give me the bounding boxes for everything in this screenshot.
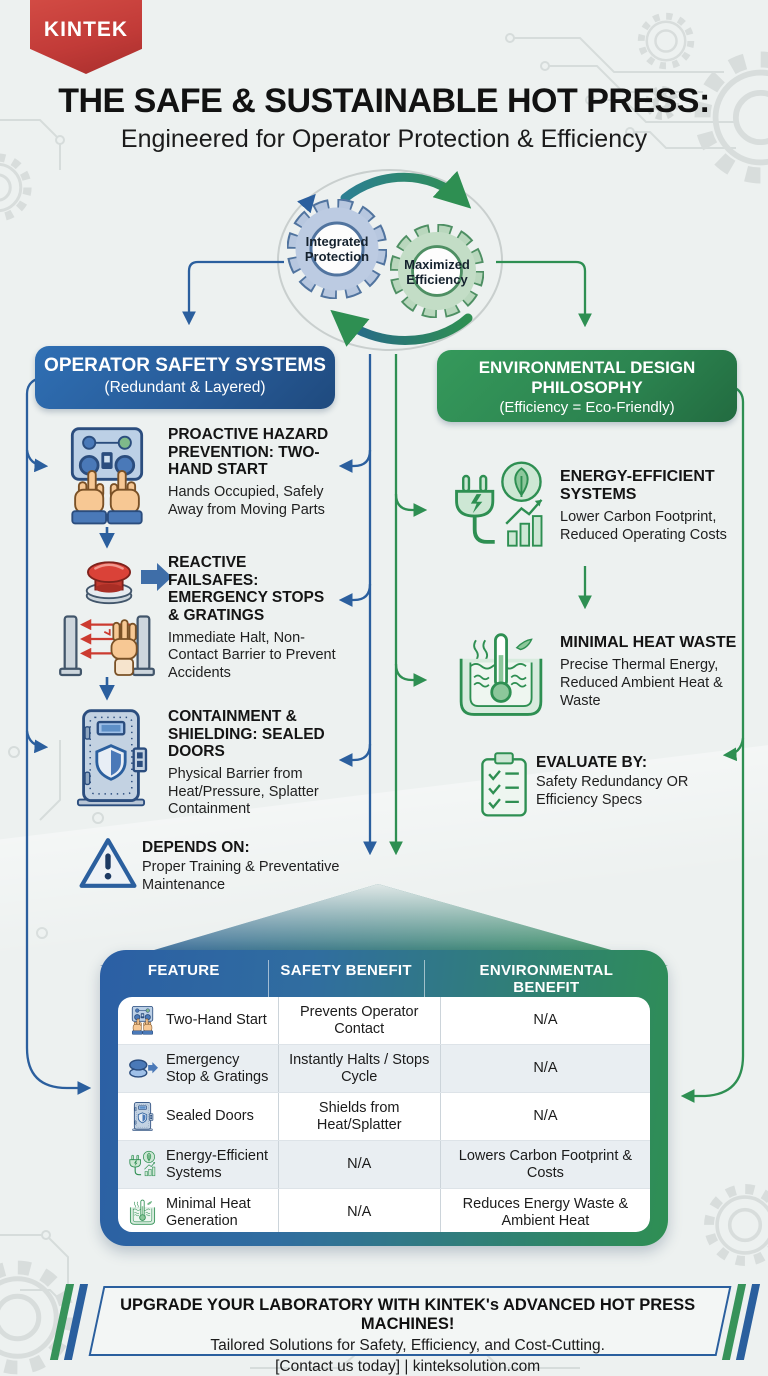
- safety-benefit-cell: N/A: [277, 1189, 440, 1232]
- safety-benefit-cell: Shields from Heat/Splatter: [277, 1093, 440, 1140]
- safety-item-desc: Physical Barrier from Heat/Pressure, Spl…: [168, 765, 319, 818]
- safety-benefit-cell: Prevents Operator Contact: [277, 997, 440, 1044]
- column-header-feature: FEATURE: [147, 962, 220, 979]
- safety-column-title: OPERATOR SAFETY SYSTEMS: [44, 355, 326, 376]
- footer-headline: UPGRADE YOUR LABORATORY WITH KINTEK's AD…: [120, 1296, 696, 1333]
- environment-item-energy: ENERGY-EFFICIENT SYSTEMS Lower Carbon Fo…: [560, 468, 742, 545]
- safety-benefit-cell: N/A: [277, 1141, 440, 1188]
- table-row: Emergency Stop & Gratings Instantly Halt…: [118, 1044, 650, 1092]
- emergency-stop-icon: [78, 551, 140, 607]
- environment-column-title: ENVIRONMENTAL DESIGN PHILOSOPHY: [478, 358, 696, 397]
- safety-item-desc: Hands Occupied, Safely Away from Moving …: [168, 483, 325, 518]
- comparison-table: FEATURE SAFETY BENEFIT ENVIRONMENTAL BEN…: [100, 950, 668, 1246]
- energy-efficient-mini-icon: [127, 1149, 158, 1180]
- column-header-safety: SAFETY BENEFIT: [267, 960, 424, 999]
- safety-item-title: REACTIVE FAILSAFES: EMERGENCY STOPS & GR…: [168, 554, 325, 624]
- environment-item-title: MINIMAL HEAT WASTE: [560, 634, 737, 651]
- environmental-benefit-cell: N/A: [439, 1093, 650, 1140]
- safety-item-desc: Immediate Halt, Non-Contact Barrier to P…: [168, 629, 336, 681]
- safety-benefit-cell: Instantly Halts / Stops Cycle: [277, 1045, 440, 1092]
- safety-item-proactive: PROACTIVE HAZARD PREVENTION: TWO-HAND ST…: [168, 426, 330, 519]
- safety-column-subtitle: (Redundant & Layered): [104, 379, 266, 396]
- column-header-environmental: ENVIRONMENTAL BENEFIT: [423, 960, 668, 999]
- minimal-heat-icon: [450, 628, 552, 723]
- environment-item-heat: MINIMAL HEAT WASTE Precise Thermal Energ…: [560, 634, 745, 710]
- safety-column-header: OPERATOR SAFETY SYSTEMS (Redundant & Lay…: [35, 346, 335, 409]
- safety-note: DEPENDS ON: Proper Training & Preventati…: [142, 839, 342, 894]
- footer-banner: UPGRADE YOUR LABORATORY WITH KINTEK's AD…: [88, 1286, 732, 1375]
- feature-cell: Emergency Stop & Gratings: [118, 1045, 278, 1092]
- table-body: Two-Hand Start Prevents Operator Contact…: [118, 997, 650, 1232]
- sealed-door-icon: [68, 706, 154, 810]
- feature-cell: Two-Hand Start: [118, 997, 278, 1044]
- environment-column-header: ENVIRONMENTAL DESIGN PHILOSOPHY (Efficie…: [437, 350, 737, 422]
- kintek-logo-text: KINTEK: [43, 18, 129, 41]
- website-link[interactable]: kinteksolution.com: [412, 1358, 541, 1375]
- gear-label-efficiency: Maximized Efficiency: [404, 257, 470, 287]
- warning-triangle-icon: [78, 835, 138, 891]
- page-subtitle: Engineered for Operator Protection & Eff…: [120, 125, 648, 153]
- environment-note: EVALUATE BY: Safety Redundancy OR Effici…: [536, 754, 721, 809]
- environmental-benefit-cell: N/A: [439, 1045, 650, 1092]
- page-title: THE SAFE & SUSTAINABLE HOT PRESS:: [58, 82, 710, 120]
- safety-note-title: DEPENDS ON:: [142, 839, 250, 856]
- contact-link[interactable]: [Contact us today]: [275, 1358, 401, 1375]
- two-hand-start-icon: [60, 424, 154, 529]
- environmental-benefit-cell: Reduces Energy Waste & Ambient Heat: [439, 1189, 650, 1232]
- feature-cell: Sealed Doors: [118, 1093, 278, 1140]
- sealed-door-mini-icon: [127, 1101, 158, 1132]
- feature-cell: Energy-Efficient Systems: [118, 1141, 278, 1188]
- table-header-row: FEATURE SAFETY BENEFIT ENVIRONMENTAL BEN…: [100, 950, 668, 999]
- footer-tagline: Tailored Solutions for Safety, Efficienc…: [210, 1337, 605, 1354]
- minimal-heat-mini-icon: [127, 1197, 158, 1228]
- safety-item-reactive: REACTIVE FAILSAFES: EMERGENCY STOPS & GR…: [168, 554, 338, 683]
- clipboard-checklist-icon: [477, 750, 531, 820]
- footer-divider: |: [404, 1358, 409, 1375]
- emergency-stop-mini-icon: [127, 1053, 158, 1084]
- environmental-benefit-cell: Lowers Carbon Footprint & Costs: [439, 1141, 650, 1188]
- environment-column-subtitle: (Efficiency = Eco-Friendly): [499, 399, 675, 417]
- light-barrier-icon: [57, 612, 157, 684]
- safety-item-containment: CONTAINMENT & SHIELDING: SEALED DOORS Ph…: [168, 708, 343, 819]
- environment-item-desc: Precise Thermal Energy, Reduced Ambient …: [560, 657, 723, 709]
- table-row: Two-Hand Start Prevents Operator Contact…: [118, 997, 650, 1044]
- environment-note-desc: Safety Redundancy OR Efficiency Specs: [536, 774, 689, 808]
- safety-item-title: CONTAINMENT & SHIELDING: SEALED DOORS: [168, 708, 325, 761]
- environmental-benefit-cell: N/A: [439, 997, 650, 1044]
- table-row: Minimal Heat Generation N/A Reduces Ener…: [118, 1188, 650, 1232]
- table-row: Sealed Doors Shields from Heat/Splatter …: [118, 1092, 650, 1140]
- gear-label-protection: Integrated Protection: [304, 234, 370, 264]
- table-row: Energy-Efficient Systems N/A Lowers Carb…: [118, 1140, 650, 1188]
- feature-cell: Minimal Heat Generation: [118, 1189, 278, 1232]
- footer-contact-line: [Contact us today] | kinteksolution.com: [96, 1358, 720, 1376]
- energy-efficient-icon: [447, 455, 552, 560]
- environment-note-title: EVALUATE BY:: [536, 754, 648, 771]
- two-hand-mini-icon: [127, 1005, 158, 1036]
- environment-item-desc: Lower Carbon Footprint, Reduced Operatin…: [560, 509, 727, 544]
- safety-item-title: PROACTIVE HAZARD PREVENTION: TWO-HAND ST…: [168, 426, 329, 479]
- environment-item-title: ENERGY-EFFICIENT SYSTEMS: [560, 468, 715, 504]
- safety-note-desc: Proper Training & Preventative Maintenan…: [142, 859, 340, 893]
